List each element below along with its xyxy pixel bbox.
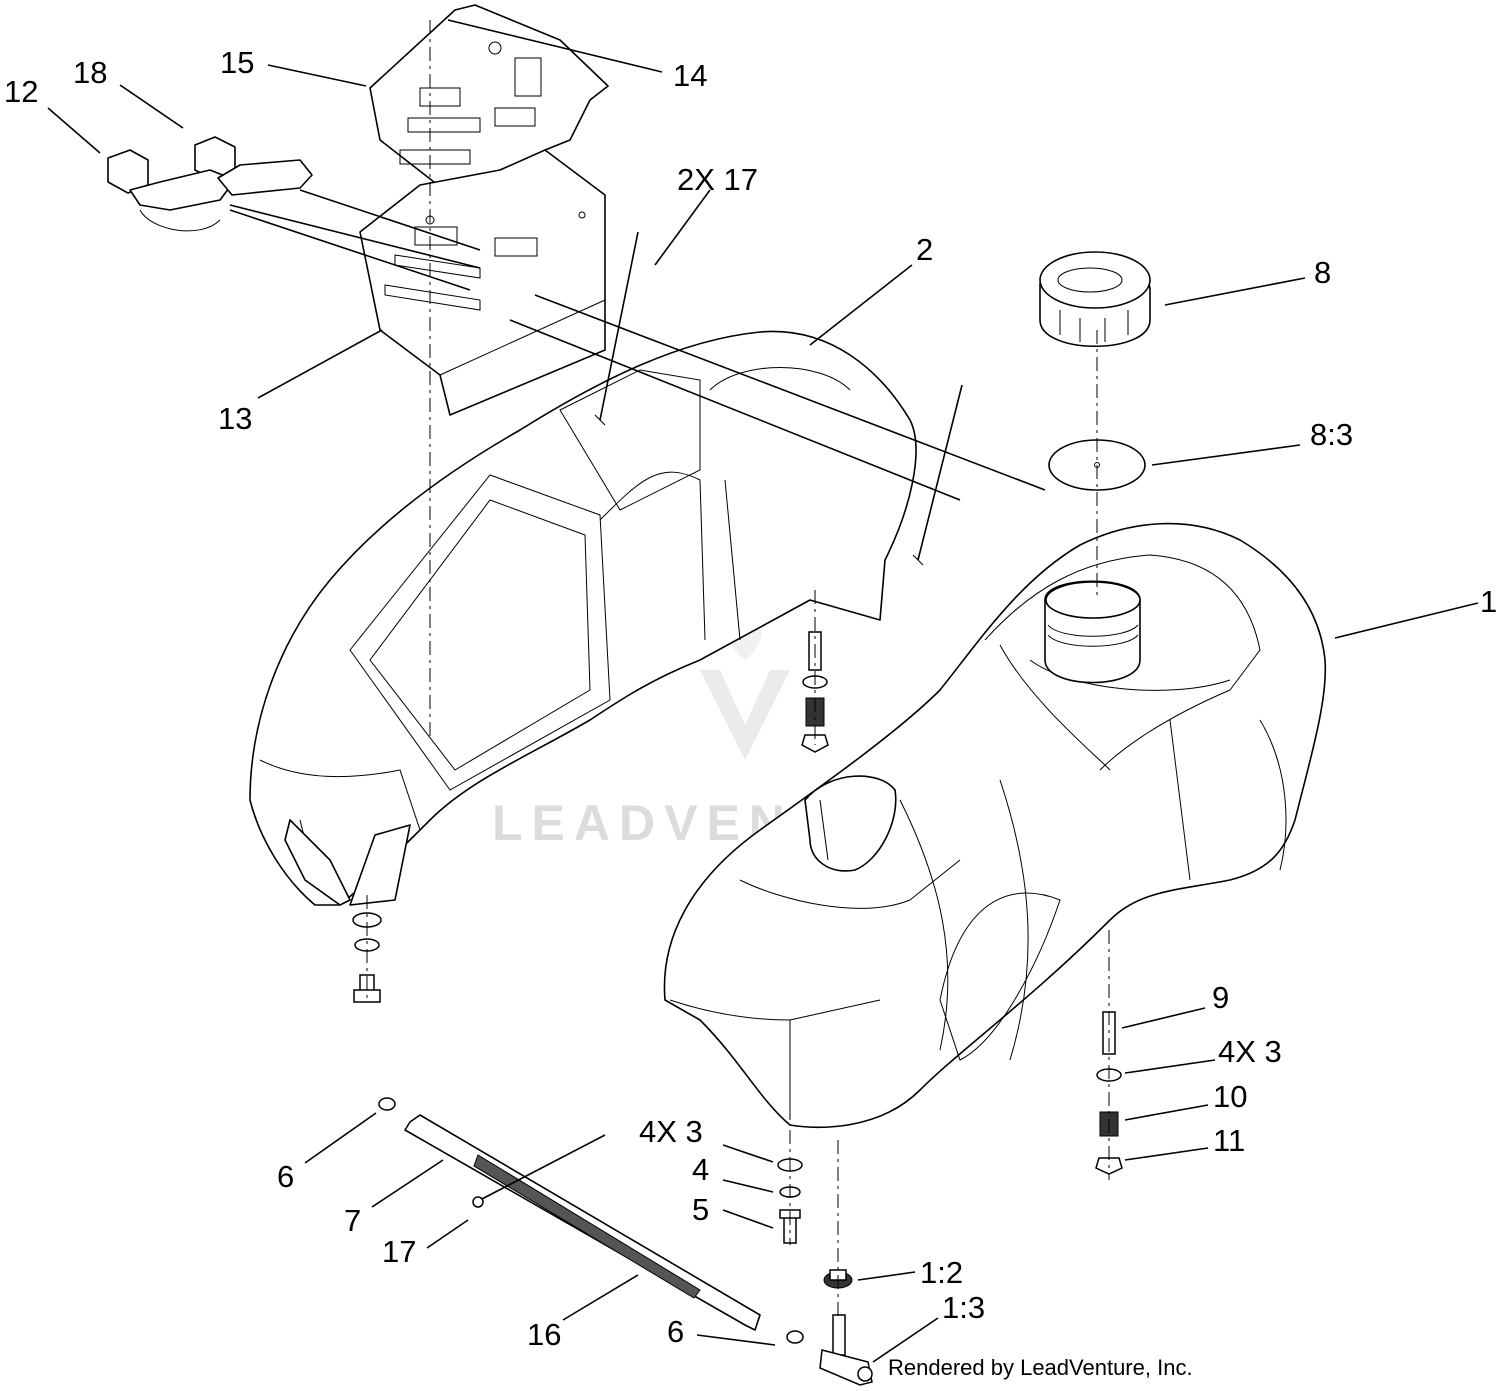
part-13-control-panel	[359, 149, 606, 416]
callout-6-top: 6	[277, 1159, 294, 1194]
callout-2x17: 2X 17	[677, 162, 758, 197]
callout-10: 10	[1213, 1079, 1247, 1114]
callout-9: 9	[1212, 980, 1229, 1015]
callout-1-2: 1:2	[920, 1255, 963, 1290]
part-8-fuel-cap	[1039, 251, 1151, 348]
part-12-18-control-levers	[107, 136, 481, 291]
callout-4x3-right: 4X 3	[1218, 1034, 1282, 1069]
callout-2: 2	[916, 232, 933, 267]
callout-1: 1	[1480, 584, 1497, 619]
callout-11: 11	[1213, 1123, 1245, 1158]
callout-8-3: 8:3	[1310, 417, 1353, 452]
callout-6-bottom: 6	[667, 1314, 684, 1349]
callout-4: 4	[692, 1152, 709, 1187]
callout-14: 14	[673, 58, 707, 93]
callout-labels: 1 2 8 8:3 9 4X 3 10 11 12 18 15 14 13 2X…	[4, 45, 1497, 1352]
render-credit: Rendered by LeadVenture, Inc.	[888, 1355, 1193, 1380]
part-1-fuel-tank	[663, 522, 1327, 1129]
part-16-fuel-hose-assembly	[378, 1097, 804, 1344]
part-1-3-shutoff-valve	[819, 1314, 873, 1386]
callout-8: 8	[1314, 255, 1331, 290]
callout-4x3-left: 4X 3	[639, 1114, 703, 1149]
callout-12: 12	[4, 74, 38, 109]
callout-5: 5	[692, 1192, 709, 1227]
centerlines	[366, 20, 1110, 1320]
callout-18: 18	[73, 55, 107, 90]
callout-13: 13	[218, 401, 252, 436]
leader-lines	[47, 19, 1479, 1363]
part-2-control-pod	[249, 330, 917, 906]
callout-7: 7	[344, 1203, 361, 1238]
part-17-rods	[509, 231, 1046, 566]
callout-16: 16	[527, 1317, 561, 1352]
callout-17: 17	[382, 1234, 416, 1269]
callout-15: 15	[220, 45, 254, 80]
callout-1-3: 1:3	[942, 1290, 985, 1325]
